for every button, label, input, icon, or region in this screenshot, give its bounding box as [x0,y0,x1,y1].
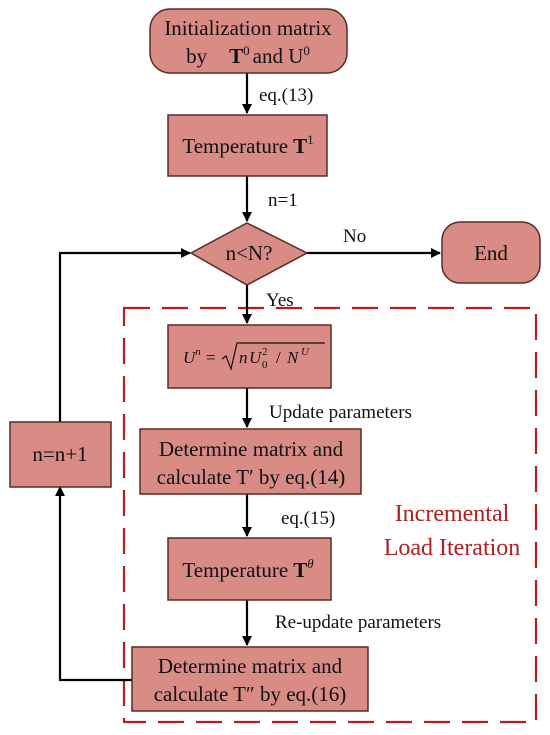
svg-text:Initialization matrix: Initialization matrix [164,16,332,40]
edge-incr-decision [58,248,191,422]
region-label-line2: Load Iteration [384,535,521,561]
svg-text:/: / [276,348,281,367]
region-label-line1: Incremental [395,501,510,527]
node-determine-t-double-prime: Determine matrix and calculate T″ by eq.… [131,646,369,712]
node-increment: n=n+1 [9,421,112,488]
node-un-formula: Un = n U 2 0 / N U [167,324,332,389]
svg-text:0: 0 [262,359,268,371]
svg-text:End: End [474,241,508,265]
svg-text:calculate T′ by eq.(14): calculate T′ by eq.(14) [157,465,345,489]
node-determine-t-prime: Determine matrix and calculate T′ by eq.… [139,428,362,495]
label-no: No [343,226,366,247]
label-eq15: eq.(15) [281,508,335,529]
svg-text:Un: Un [183,346,201,367]
svg-text:n=n+1: n=n+1 [32,442,87,466]
label-n1: n=1 [268,190,298,211]
svg-text:2: 2 [262,346,268,358]
svg-text:N: N [286,348,300,367]
svg-text:=: = [206,348,216,367]
svg-text:U: U [249,348,263,367]
node-end: End [441,221,541,284]
svg-text:n<N?: n<N? [226,241,273,265]
label-update: Update parameters [269,402,412,423]
svg-text:U: U [301,346,310,358]
svg-text:calculate T″ by eq.(16): calculate T″ by eq.(16) [154,682,347,706]
svg-text:Determine matrix and: Determine matrix and [158,654,343,678]
svg-text:n: n [239,348,248,367]
label-eq13: eq.(13) [259,85,313,106]
label-yes: Yes [266,290,294,311]
svg-text:Determine matrix and: Determine matrix and [159,437,344,461]
node-decision: n<N? [189,222,309,286]
iteration-region [122,306,538,724]
edge-det2-incr [55,486,132,682]
label-reupdate: Re-update parameters [275,612,441,633]
